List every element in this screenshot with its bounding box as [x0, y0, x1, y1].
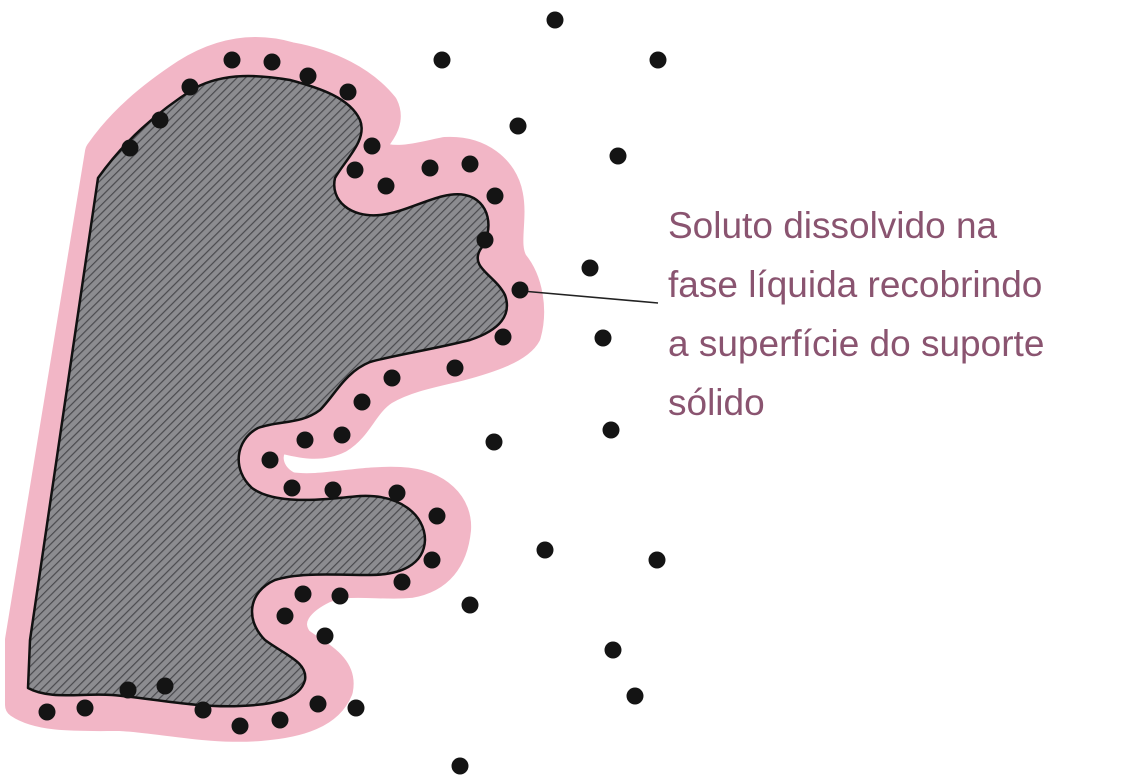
solute-particle — [310, 696, 327, 713]
solute-particle — [547, 12, 564, 29]
solute-particle — [434, 52, 451, 69]
solute-particle — [429, 508, 446, 525]
solute-particle — [384, 370, 401, 387]
solute-particle — [364, 138, 381, 155]
solute-particle — [462, 597, 479, 614]
solute-particle — [277, 608, 294, 625]
callout-line-1: Soluto dissolvido na — [668, 196, 1118, 255]
solute-particle — [447, 360, 464, 377]
solute-particle — [262, 452, 279, 469]
solute-particle — [582, 260, 599, 277]
solute-particle — [325, 482, 342, 499]
solute-particle — [157, 678, 174, 695]
solute-particle — [334, 427, 351, 444]
solute-particle — [627, 688, 644, 705]
callout-line-2: fase líquida recobrindo — [668, 255, 1118, 314]
callout-line-3: a superfície do suporte — [668, 314, 1118, 373]
solute-particle — [510, 118, 527, 135]
solute-particle — [462, 156, 479, 173]
solute-particle — [595, 330, 612, 347]
solute-particle — [424, 552, 441, 569]
callout-label: Soluto dissolvido na fase líquida recobr… — [668, 196, 1118, 432]
solute-particle — [394, 574, 411, 591]
solute-particle — [195, 702, 212, 719]
solute-particle — [354, 394, 371, 411]
solute-particle — [284, 480, 301, 497]
solute-particle — [272, 712, 289, 729]
solute-particle — [452, 758, 469, 775]
solute-particle — [650, 52, 667, 69]
solute-particle — [224, 52, 241, 69]
solute-particle — [232, 718, 249, 735]
solute-particle — [295, 586, 312, 603]
solute-particle — [264, 54, 281, 71]
solute-particle — [603, 422, 620, 439]
solute-particle — [347, 162, 364, 179]
solute-particle — [605, 642, 622, 659]
solute-particle — [317, 628, 334, 645]
solute-particle — [39, 704, 56, 721]
solute-particle — [537, 542, 554, 559]
solute-particle — [389, 485, 406, 502]
callout-line-4: sólido — [668, 373, 1118, 432]
solute-particle — [487, 188, 504, 205]
solute-particle — [297, 432, 314, 449]
solute-particle — [477, 232, 494, 249]
solute-particle — [486, 434, 503, 451]
solute-particle — [300, 68, 317, 85]
solute-particle — [512, 282, 529, 299]
solute-particle — [332, 588, 349, 605]
solute-particle — [649, 552, 666, 569]
solute-particle — [120, 682, 137, 699]
solute-particle — [77, 700, 94, 717]
solute-particle — [422, 160, 439, 177]
solute-particle — [340, 84, 357, 101]
solute-particle — [348, 700, 365, 717]
solute-particle — [152, 112, 169, 129]
solute-particle — [122, 140, 139, 157]
solute-particle — [495, 329, 512, 346]
solute-particle — [378, 178, 395, 195]
solute-particle — [182, 79, 199, 96]
solute-particle — [610, 148, 627, 165]
